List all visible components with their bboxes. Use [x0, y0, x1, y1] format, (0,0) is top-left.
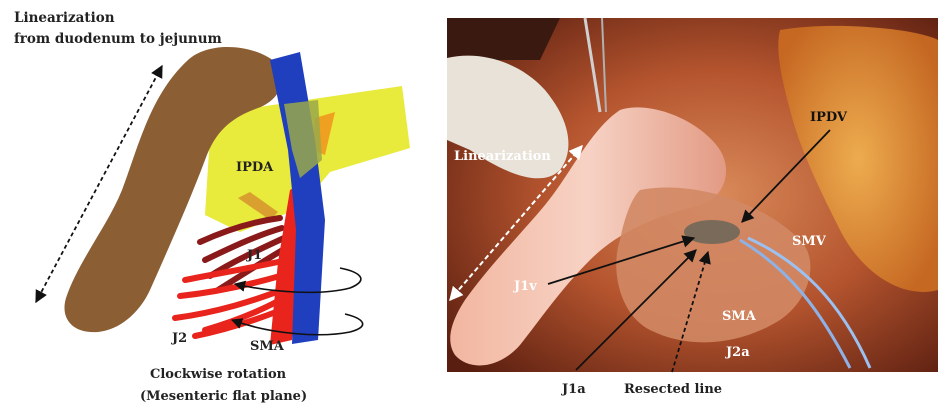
label-sma-right: SMA — [722, 309, 757, 324]
label-j2: J2 — [171, 331, 187, 346]
label-linearization-right: Linearization — [454, 149, 551, 164]
left-title-line1: Linearization — [14, 10, 115, 26]
caption-line2: (Mesenteric flat plane) — [140, 389, 307, 404]
resected-area — [684, 220, 740, 244]
right-photo: Linearization IPDV SMV J1v SMA J2a J1a R… — [447, 18, 938, 397]
left-title-line2: from duodenum to jejunum — [14, 31, 222, 47]
label-j1: J1 — [246, 248, 262, 263]
label-j1v: J1v — [513, 279, 537, 294]
label-resected-line: Resected line — [624, 382, 722, 397]
label-sma-left: SMA — [250, 339, 285, 354]
label-ipda: IPDA — [236, 160, 274, 175]
left-schematic: Linearization from duodenum to jejunum I… — [14, 10, 410, 404]
label-j2a: J2a — [725, 345, 750, 360]
label-j1a: J1a — [561, 382, 586, 397]
label-smv: SMV — [792, 234, 827, 249]
caption-line1: Clockwise rotation — [150, 367, 287, 382]
j2-branches — [175, 262, 282, 336]
label-ipdv: IPDV — [810, 110, 848, 125]
